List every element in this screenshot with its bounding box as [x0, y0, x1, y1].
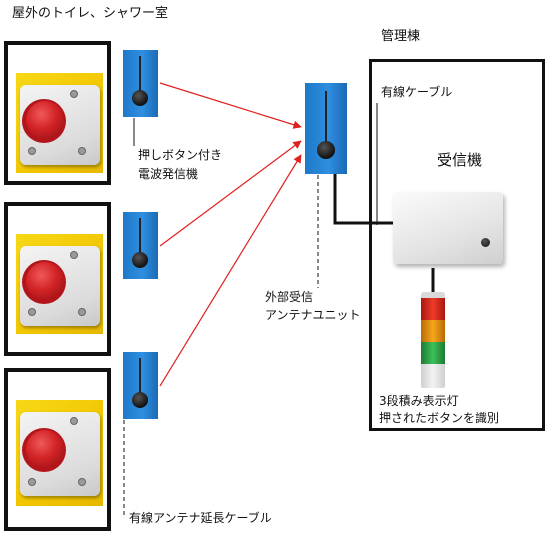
antenna-icon — [325, 91, 327, 141]
receiver-label: 受信機 — [437, 151, 483, 169]
stack-light-cap — [421, 292, 445, 298]
antenna-icon — [139, 358, 141, 394]
antenna-base-icon — [317, 141, 335, 159]
antenna-unit-label-line2: アンテナユニット — [265, 308, 361, 322]
switch-enclosure — [20, 85, 100, 165]
transmitter-label-line2: 電波発信機 — [138, 167, 199, 181]
emergency-button-icon — [26, 430, 64, 468]
switch-enclosure — [20, 246, 100, 326]
signal-arrow-1 — [159, 82, 302, 129]
antenna-unit-label-line1: 外部受信 — [265, 290, 314, 304]
switch-enclosure — [20, 412, 100, 496]
wired-cable-path — [333, 174, 393, 225]
transmitter-label-line1: 押しボタン付き — [138, 148, 223, 162]
antenna-base-icon — [132, 90, 148, 106]
emergency-button-icon — [26, 262, 64, 300]
transmitter-1 — [123, 50, 158, 117]
antenna-icon — [139, 56, 141, 92]
screw-icon — [70, 90, 78, 98]
screw-icon — [70, 251, 78, 259]
extension-cable-label: 有線アンテナ延長ケーブル — [129, 511, 272, 525]
transmitter-2 — [123, 212, 158, 279]
management-building-frame — [369, 59, 545, 431]
transmitter-3 — [123, 352, 158, 419]
stack-light-green-tier — [421, 342, 445, 364]
external-antenna-unit — [305, 83, 347, 174]
wired-cable-label: 有線ケーブル — [381, 85, 453, 99]
stack-light-amber-tier — [421, 320, 445, 342]
screw-icon — [28, 308, 36, 316]
screw-icon — [78, 147, 86, 155]
antenna-icon — [139, 218, 141, 254]
screw-icon — [28, 478, 36, 486]
stack-light-label-line2: 押されたボタンを識別 — [379, 411, 500, 425]
receiver-unit — [393, 192, 503, 264]
stack-light-icon — [421, 292, 445, 388]
receiver-indicator-icon — [481, 238, 490, 247]
antenna-base-icon — [132, 252, 148, 268]
stack-light-label-line1: 3段積み表示灯 — [379, 394, 459, 408]
stack-light-red-tier — [421, 298, 445, 320]
screw-icon — [70, 417, 78, 425]
antenna-base-icon — [132, 392, 148, 408]
screw-icon — [28, 147, 36, 155]
outdoor-title: 屋外のトイレ、シャワー室 — [12, 6, 169, 21]
screw-icon — [78, 308, 86, 316]
button-box-3 — [4, 368, 111, 531]
stack-light-base — [421, 364, 445, 388]
button-box-2 — [4, 202, 111, 356]
emergency-button-icon — [26, 101, 64, 139]
button-box-1 — [4, 41, 111, 185]
signal-arrow-2 — [159, 140, 302, 247]
signal-arrow-3 — [159, 154, 302, 387]
building-title: 管理棟 — [381, 29, 421, 44]
screw-icon — [78, 478, 86, 486]
